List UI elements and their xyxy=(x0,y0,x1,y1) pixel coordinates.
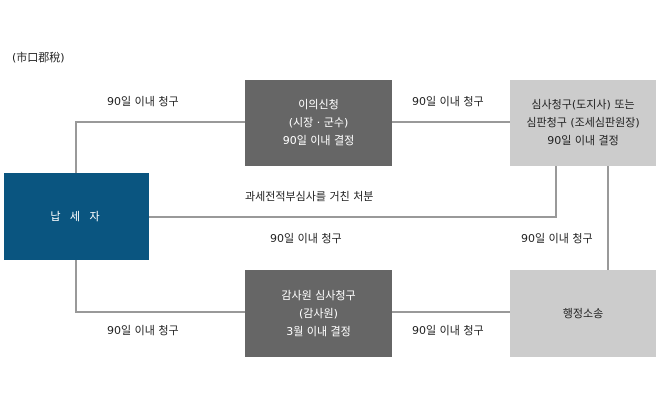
node-audit-line: 3월 이내 결정 xyxy=(286,324,351,338)
node-objection: 이의신청 (시장 · 군수) 90일 이내 결정 xyxy=(245,80,392,166)
node-taxpayer: 납 세 자 xyxy=(4,173,149,260)
edge-label-pre-review-disposition: 과세전적부심사를 거친 처분 xyxy=(245,190,374,203)
edge-label-taxpayer-audit: 90일 이내 청구 xyxy=(107,324,179,337)
node-objection-line: 90일 이내 결정 xyxy=(282,134,355,147)
edge-label-taxpayer-objection: 90일 이내 청구 xyxy=(107,95,179,108)
edge-label-taxpayer-review: 90일 이내 청구 xyxy=(270,232,342,245)
node-taxpayer-label: 납 세 자 xyxy=(50,209,103,223)
diagram-caption: (市口郡稅) xyxy=(12,51,65,64)
edge-label-review-lawsuit: 90일 이내 청구 xyxy=(521,232,593,245)
node-review-line: 90일 이내 결정 xyxy=(547,134,619,147)
node-objection-line: 이의신청 xyxy=(298,98,339,111)
node-lawsuit: 행정소송 xyxy=(510,270,656,357)
node-review-line: 심사청구(도지사) 또는 xyxy=(531,98,635,111)
edge-label-objection-review: 90일 이내 청구 xyxy=(412,95,484,108)
node-audit-line: 감사원 심사청구 xyxy=(281,288,356,302)
node-review-line: 심판청구 (조세심판원장) xyxy=(526,116,640,129)
node-review: 심사청구(도지사) 또는 심판청구 (조세심판원장) 90일 이내 결정 xyxy=(510,80,656,166)
node-audit: 감사원 심사청구 (감사원) 3월 이내 결정 xyxy=(245,270,392,357)
node-lawsuit-label: 행정소송 xyxy=(562,306,604,320)
edge-label-audit-lawsuit: 90일 이내 청구 xyxy=(412,324,484,337)
node-audit-line: (감사원) xyxy=(299,306,338,320)
node-objection-line: (시장 · 군수) xyxy=(288,116,349,129)
